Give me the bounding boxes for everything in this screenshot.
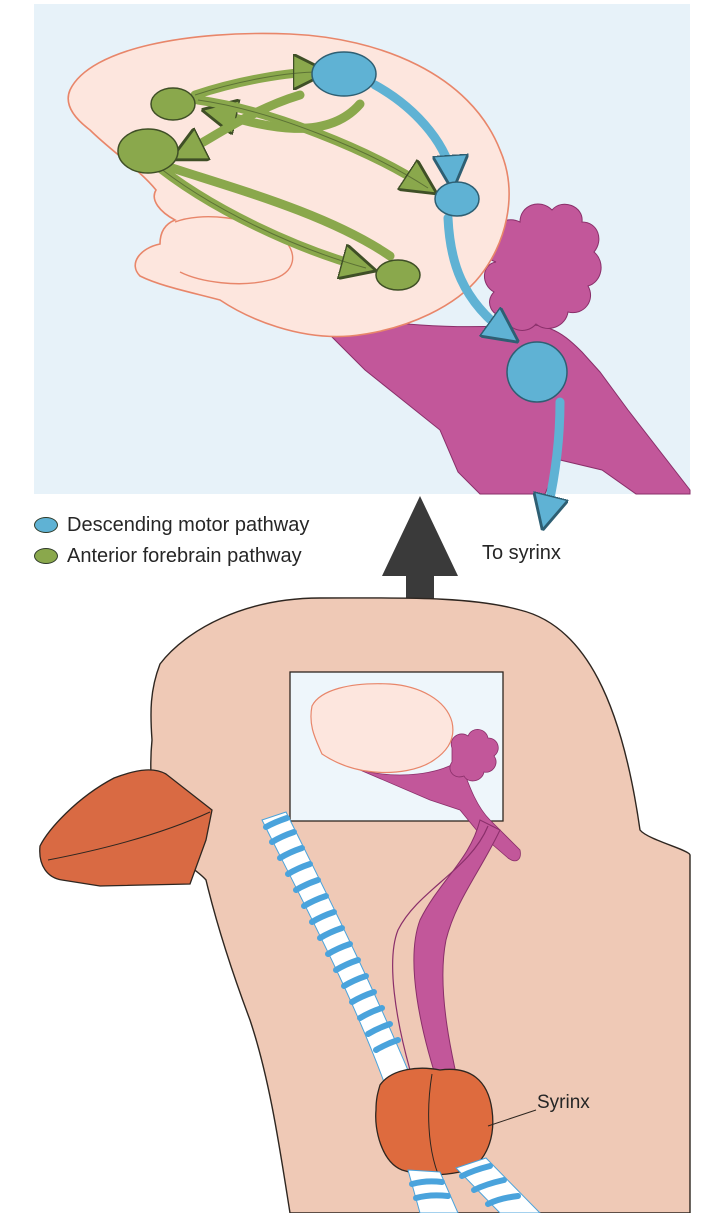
legend-item-anterior: Anterior forebrain pathway — [34, 543, 302, 569]
to-syrinx-label: To syrinx — [482, 542, 561, 565]
syrinx-label: Syrinx — [537, 1092, 590, 1114]
area-x-nucleus — [118, 129, 178, 173]
legend-label-descending: Descending motor pathway — [67, 514, 309, 537]
syrinx-shape — [376, 1068, 493, 1175]
ellipse-icon — [34, 548, 58, 564]
legend-label-anterior: Anterior forebrain pathway — [67, 545, 302, 568]
legend-item-descending: Descending motor pathway — [34, 512, 309, 538]
dlm-nucleus — [376, 260, 420, 290]
nxiits-nucleus — [507, 342, 567, 402]
inset-brain — [311, 684, 453, 773]
hvc-nucleus — [312, 52, 376, 96]
lman-nucleus — [151, 88, 195, 120]
ellipse-icon — [34, 517, 58, 533]
ra-nucleus — [435, 182, 479, 216]
